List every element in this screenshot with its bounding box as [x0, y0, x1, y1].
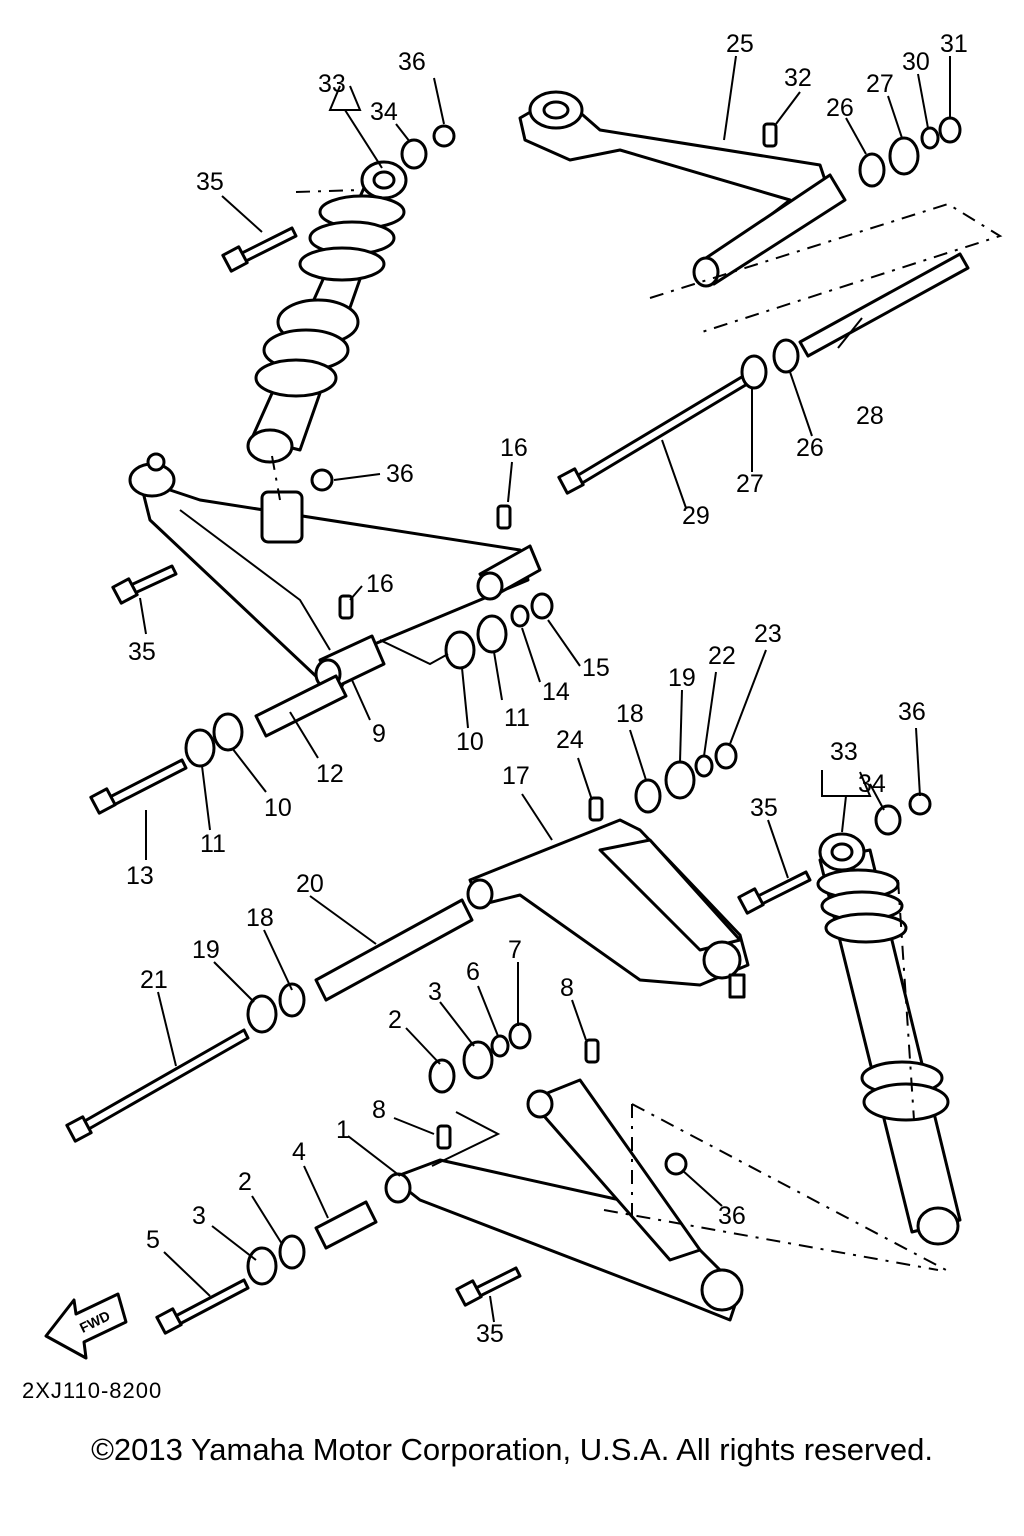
- callout-18: 18: [246, 904, 274, 932]
- copyright-notice: ©2013 Yamaha Motor Corporation, U.S.A. A…: [91, 1432, 933, 1467]
- callout-3: 3: [428, 978, 442, 1006]
- callout-11: 11: [504, 704, 530, 732]
- bolt-29: [568, 370, 756, 490]
- shaft-4: [314, 1200, 378, 1250]
- assembly-lines: [271, 189, 947, 1271]
- callout-29: 29: [682, 502, 710, 530]
- callout-21: 21: [140, 966, 168, 994]
- callout-numbers: 25 31 30 32 27 26 28 26 27 29 36 33 34 3…: [126, 30, 968, 1348]
- bolt-21: [74, 1028, 250, 1136]
- callout-30: 30: [902, 48, 930, 76]
- callout-32: 32: [784, 64, 812, 92]
- callout-35: 35: [476, 1320, 504, 1348]
- callout-34: 34: [370, 98, 398, 126]
- callout-4: 4: [292, 1138, 306, 1166]
- callout-10: 10: [264, 794, 292, 822]
- callout-26: 26: [826, 94, 854, 122]
- bolt-13: [102, 758, 188, 810]
- callout-19: 19: [192, 936, 220, 964]
- callout-34: 34: [858, 770, 886, 798]
- upper-right-a-arm: [518, 90, 1003, 333]
- callout-8: 8: [560, 974, 574, 1002]
- lower-left-a-arm: [128, 452, 542, 692]
- shaft-12: [254, 674, 348, 738]
- callout-31: 31: [940, 30, 968, 58]
- callout-1: 1: [336, 1116, 350, 1144]
- callout-13: 13: [126, 862, 154, 890]
- shaft-20: [314, 898, 474, 1002]
- callout-27: 27: [866, 70, 894, 98]
- callout-12: 12: [316, 760, 344, 788]
- lower-right-a-arm: [384, 1078, 744, 1322]
- callout-15: 15: [582, 654, 610, 682]
- callout-3: 3: [192, 1202, 206, 1230]
- callout-27: 27: [736, 470, 764, 498]
- callout-25: 25: [726, 30, 754, 58]
- callout-5: 5: [146, 1226, 160, 1254]
- callout-2: 2: [238, 1168, 252, 1196]
- shaft-28: [798, 252, 970, 358]
- callout-35: 35: [196, 168, 224, 196]
- callout-17: 17: [502, 762, 530, 790]
- callout-35: 35: [750, 794, 778, 822]
- callout-10: 10: [456, 728, 484, 756]
- callout-35: 35: [128, 638, 156, 666]
- callout-24: 24: [556, 726, 584, 754]
- callout-19: 19: [668, 664, 696, 692]
- callout-8: 8: [372, 1096, 386, 1124]
- callout-11: 11: [200, 830, 226, 858]
- callout-6: 6: [466, 958, 480, 986]
- callout-36: 36: [718, 1202, 746, 1230]
- callout-16: 16: [500, 434, 528, 462]
- shock-absorber-lower-right: [816, 832, 962, 1246]
- callout-23: 23: [754, 620, 782, 648]
- callout-33: 33: [830, 738, 858, 766]
- callout-16: 16: [366, 570, 394, 598]
- callout-7: 7: [508, 936, 522, 964]
- callout-33: 33: [318, 70, 346, 98]
- callout-14: 14: [542, 678, 570, 706]
- drawing-code: 2XJ110-8200: [22, 1378, 163, 1403]
- callout-36: 36: [386, 460, 414, 488]
- callout-18: 18: [616, 700, 644, 728]
- callout-36: 36: [398, 48, 426, 76]
- callout-9: 9: [372, 720, 386, 748]
- callout-22: 22: [708, 642, 736, 670]
- callout-20: 20: [296, 870, 324, 898]
- callout-leaders: [139, 55, 951, 1323]
- callout-26: 26: [796, 434, 824, 462]
- upper-a-arm-item-17: [466, 818, 750, 999]
- callout-28: 28: [856, 402, 884, 430]
- shock-absorber-upper-left: [246, 160, 408, 464]
- small-parts: [65, 116, 970, 1335]
- callout-2: 2: [388, 1006, 402, 1034]
- callout-36: 36: [898, 698, 926, 726]
- fwd-arrow: FWD: [44, 1292, 128, 1360]
